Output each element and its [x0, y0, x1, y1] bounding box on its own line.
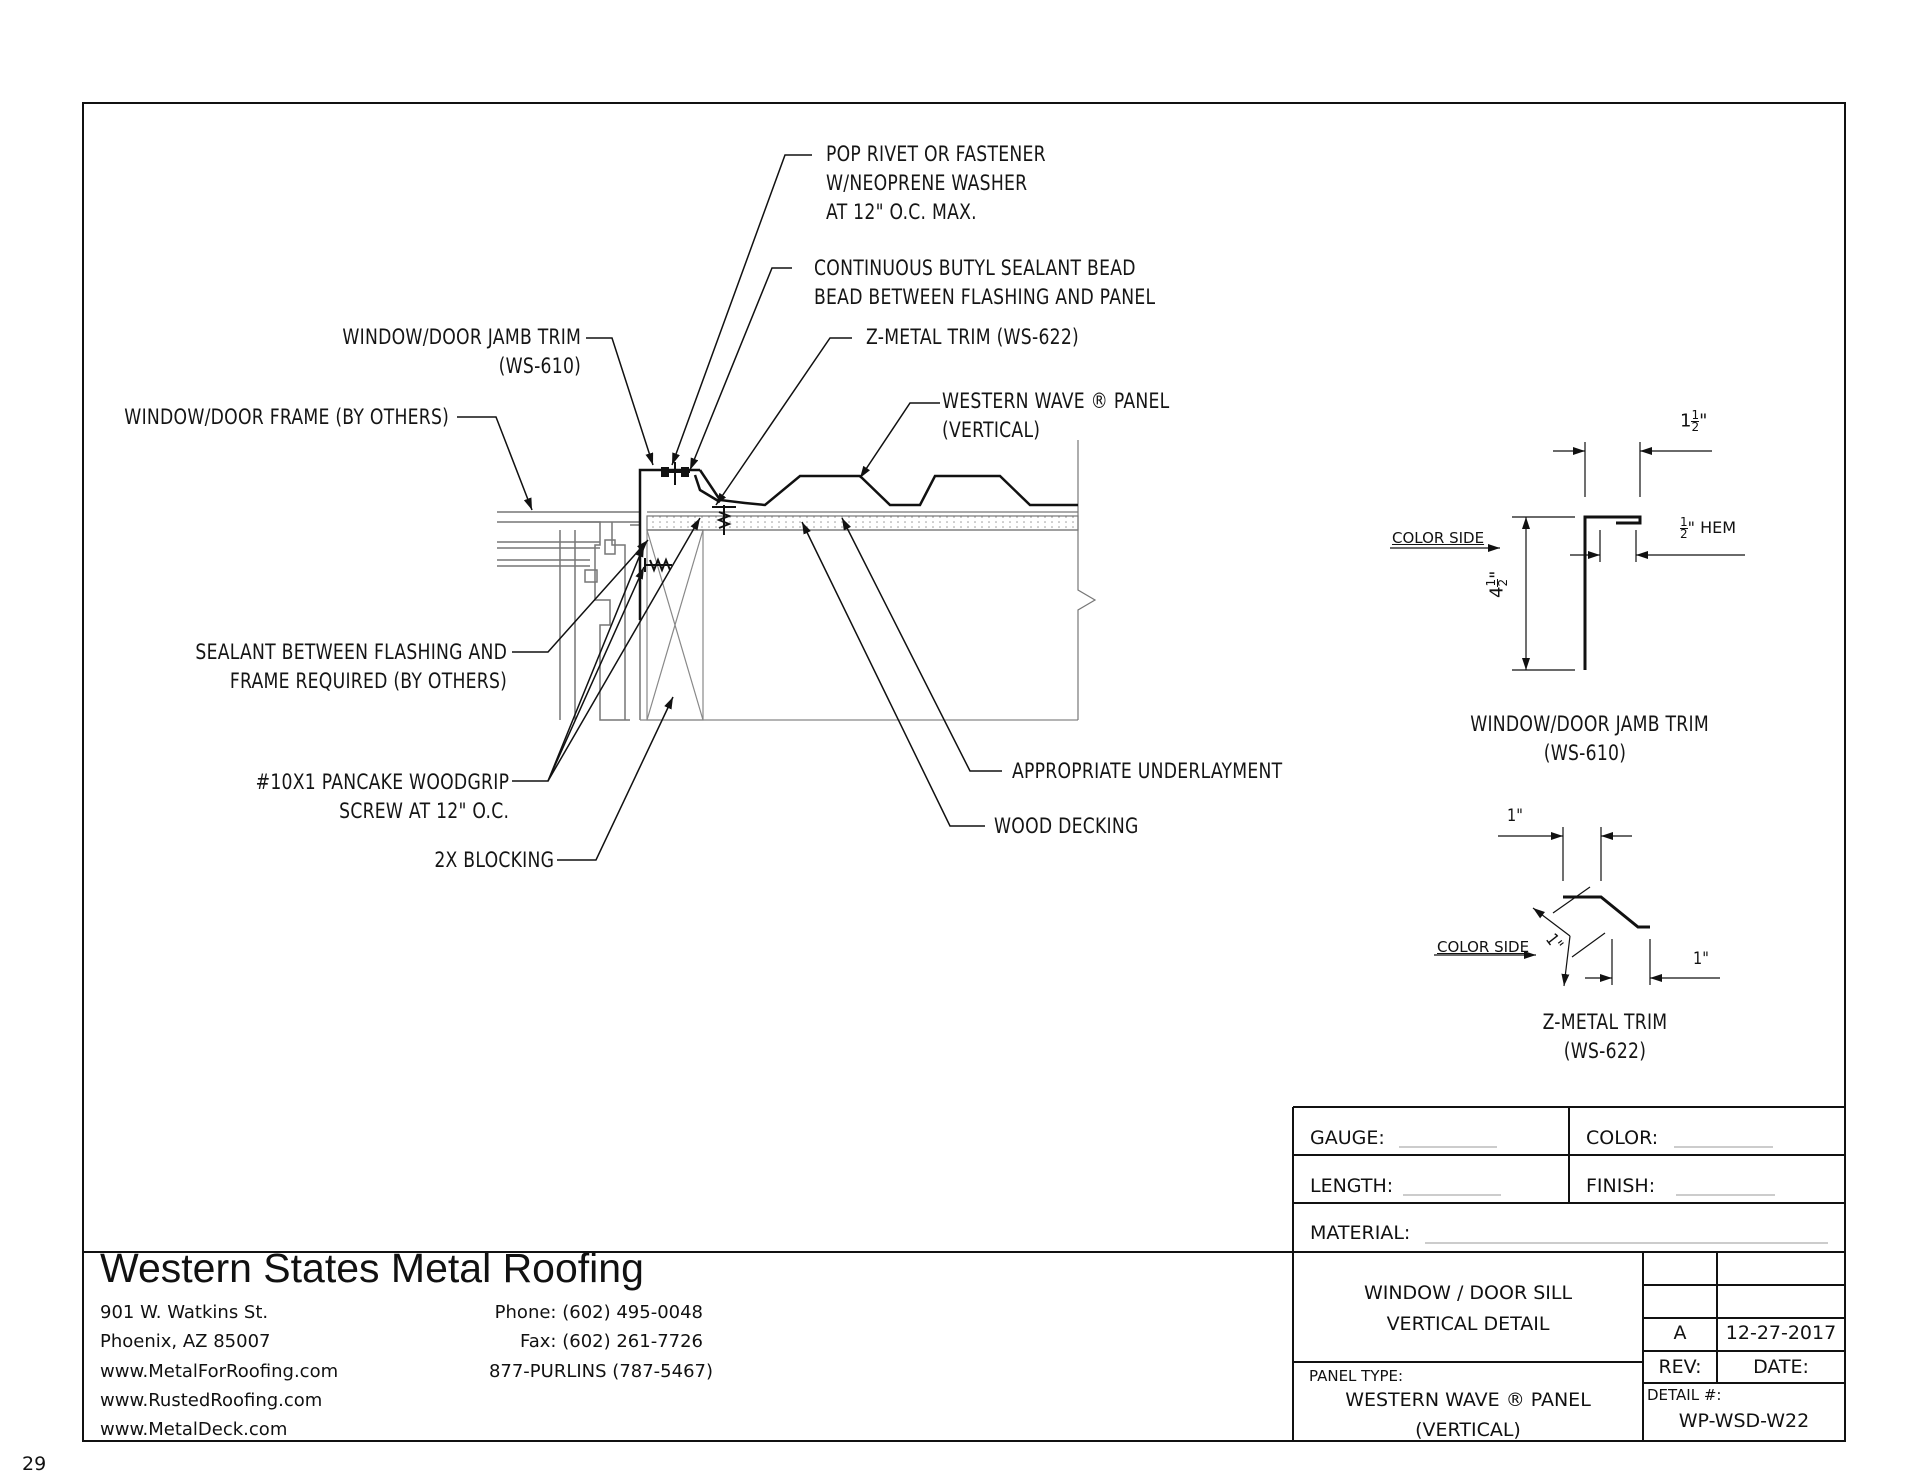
callout-panel: WESTERN WAVE ® PANEL (VERTICAL)	[942, 387, 1169, 445]
callout-screw-line1: #10X1 PANCAKE WOODGRIP	[255, 770, 509, 794]
company-fax: Fax: (602) 261-7726	[520, 1331, 703, 1352]
detail-title: WINDOW / DOOR SILL VERTICAL DETAIL	[1293, 1278, 1643, 1340]
panel-type-value: WESTERN WAVE ® PANEL (VERTICAL)	[1293, 1385, 1643, 1445]
jamb-profile-title: WINDOW/DOOR JAMB TRIM (WS-610)	[1470, 710, 1709, 768]
page-number: 29	[22, 1453, 47, 1475]
jamb-dim-top-den: 2	[1691, 420, 1700, 434]
callout-panel-line2: (VERTICAL)	[942, 418, 1041, 442]
callout-butyl: CONTINUOUS BUTYL SEALANT BEAD BEAD BETWE…	[814, 254, 1155, 312]
company-web1: www.MetalForRoofing.com	[100, 1361, 339, 1382]
callout-sealant: SEALANT BETWEEN FLASHING AND FRAME REQUI…	[195, 638, 507, 696]
callout-underlayment: APPROPRIATE UNDERLAYMENT	[1012, 759, 1283, 783]
jamb-profile-shape	[1583, 515, 1642, 670]
color-label: COLOR:	[1586, 1127, 1659, 1149]
zmetal-color-side: COLOR SIDE	[1437, 938, 1530, 956]
callout-blocking: 2X BLOCKING	[434, 848, 554, 872]
company-phone: Phone: (602) 495-0048	[494, 1302, 703, 1323]
detail-number-label: DETAIL #:	[1647, 1386, 1722, 1404]
blocking	[640, 529, 1078, 721]
material-label: MATERIAL:	[1310, 1222, 1411, 1244]
company-address2: Phoenix, AZ 85007	[100, 1331, 271, 1352]
rev-value: A	[1673, 1322, 1687, 1344]
callout-sealant-line1: SEALANT BETWEEN FLASHING AND	[195, 640, 507, 664]
deck-and-underlayment	[646, 440, 1097, 720]
zmetal-profile-title-line2: (WS-622)	[1563, 1039, 1647, 1063]
jamb-dim-top-num: 1	[1691, 408, 1700, 422]
zmetal-profile-shape	[1563, 895, 1650, 929]
callout-pop-rivet: POP RIVET OR FASTENER W/NEOPRENE WASHER …	[826, 140, 1046, 227]
callout-sealant-line2: FRAME REQUIRED (BY OTHERS)	[229, 669, 507, 693]
jamb-dim-top-unit: "	[1699, 410, 1708, 432]
window-frame	[497, 511, 641, 721]
callout-butyl-line2: BEAD BETWEEN FLASHING AND PANEL	[814, 285, 1156, 309]
company-tollfree: 877-PURLINS (787-5467)	[488, 1361, 713, 1382]
jamb-profile-title-line1: WINDOW/DOOR JAMB TRIM	[1470, 712, 1709, 736]
callout-jamb-trim: WINDOW/DOOR JAMB TRIM (WS-610)	[342, 323, 581, 381]
jamb-dim-height-whole: 4	[1486, 586, 1508, 598]
jamb-dim-hem-num: 1	[1680, 515, 1688, 529]
panel-type-value-line2: (VERTICAL)	[1415, 1419, 1521, 1441]
spec-block-lines	[1292, 1106, 1845, 1441]
company-web2: www.RustedRoofing.com	[100, 1390, 323, 1411]
finish-label: FINISH:	[1586, 1175, 1656, 1197]
callout-pop-rivet-line3: AT 12" O.C. MAX.	[826, 200, 977, 224]
company-name: Western States Metal Roofing	[100, 1245, 644, 1291]
callout-screw-line2: SCREW AT 12" O.C.	[338, 799, 509, 823]
jamb-profile-title-line2: (WS-610)	[1543, 741, 1627, 765]
detail-number: WP-WSD-W22	[1678, 1410, 1810, 1432]
jamb-dim-hem-unit: "	[1687, 518, 1695, 537]
jamb-dim-height-den: 2	[1496, 578, 1510, 587]
zmetal-dim-top: 1"	[1507, 806, 1523, 826]
company-address1: 901 W. Watkins St.	[100, 1302, 269, 1323]
panel-type-label: PANEL TYPE:	[1309, 1367, 1404, 1385]
gauge-label: GAUGE:	[1310, 1127, 1385, 1149]
callout-z-metal: Z-METAL TRIM (WS-622)	[866, 325, 1080, 349]
detail-title-line2: VERTICAL DETAIL	[1386, 1313, 1550, 1335]
jamb-color-side: COLOR SIDE	[1392, 529, 1485, 547]
jamb-dim-hem-den: 2	[1680, 527, 1688, 541]
length-label: LENGTH:	[1310, 1175, 1394, 1197]
jamb-trim-and-panel	[638, 468, 1078, 620]
zmetal-dim-bottom: 1"	[1693, 949, 1709, 969]
detail-title-line1: WINDOW / DOOR SILL	[1363, 1282, 1573, 1304]
callout-jamb-trim-line2: (WS-610)	[498, 354, 581, 378]
date-value: 12-27-2017	[1725, 1322, 1837, 1344]
company-web3: www.MetalDeck.com	[100, 1419, 288, 1440]
callout-pop-rivet-line2: W/NEOPRENE WASHER	[826, 171, 1028, 195]
callout-jamb-trim-line1: WINDOW/DOOR JAMB TRIM	[342, 325, 581, 349]
callout-panel-line1: WESTERN WAVE ® PANEL	[942, 389, 1170, 413]
sheet-border	[82, 102, 1846, 1442]
callout-frame: WINDOW/DOOR FRAME (BY OTHERS)	[124, 405, 449, 429]
rev-label: REV:	[1658, 1356, 1702, 1378]
spec-blank-lines	[1399, 1146, 1828, 1244]
panel-type-value-line1: WESTERN WAVE ® PANEL	[1345, 1389, 1591, 1411]
date-label: DATE:	[1753, 1356, 1809, 1378]
callout-screw: #10X1 PANCAKE WOODGRIP SCREW AT 12" O.C.	[255, 768, 509, 826]
fasteners	[644, 462, 736, 573]
zmetal-profile-dims	[1434, 827, 1720, 987]
leaders-main	[457, 154, 1002, 861]
zmetal-profile-title-line1: Z-METAL TRIM	[1542, 1010, 1668, 1034]
jamb-dim-height-unit: "	[1486, 570, 1508, 579]
callout-butyl-line1: CONTINUOUS BUTYL SEALANT BEAD	[814, 256, 1136, 280]
jamb-dim-top-whole: 1	[1680, 410, 1692, 432]
callout-pop-rivet-line1: POP RIVET OR FASTENER	[826, 142, 1046, 166]
zmetal-profile-title: Z-METAL TRIM (WS-622)	[1511, 1008, 1700, 1066]
callout-decking: WOOD DECKING	[994, 814, 1139, 838]
jamb-dim-hem-suffix: HEM	[1700, 518, 1737, 537]
jamb-profile-dims	[1390, 442, 1745, 671]
